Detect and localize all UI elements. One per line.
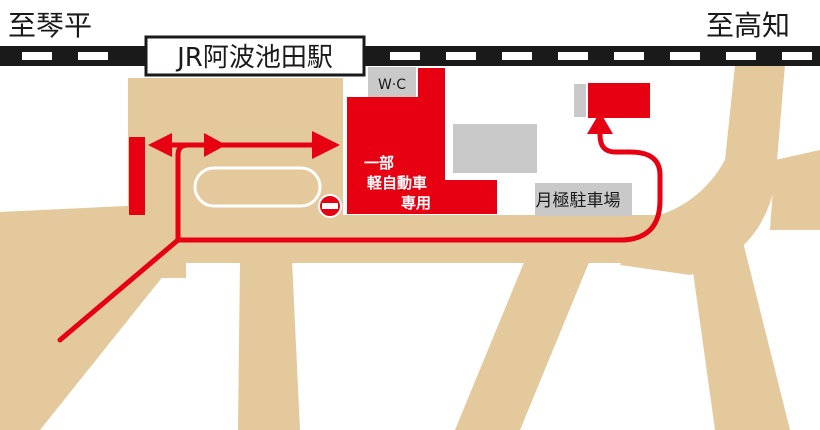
road-right-curve (620, 65, 785, 275)
railway (0, 46, 820, 66)
plaza-roundabout (193, 166, 322, 208)
wc-building (368, 67, 416, 97)
parking-areas (129, 68, 650, 215)
arrowhead-right (312, 131, 340, 159)
road-down-diagonal (455, 260, 590, 430)
route-main-to-right-parking (175, 127, 663, 243)
station-label-box (144, 35, 366, 77)
parking-right (588, 83, 650, 118)
parking-main-label-2: 軽自動車 (367, 174, 427, 192)
route-entry-diagonal (57, 237, 181, 343)
building-center (453, 124, 537, 173)
road-left-upper (0, 205, 145, 250)
arrowhead-mid (204, 133, 226, 157)
road-lower-right (690, 230, 790, 430)
parking-main-label-3: 専用 (401, 194, 431, 212)
wc-label: W·C (378, 77, 406, 93)
station-name: JR阿波池田駅 (175, 43, 333, 73)
parking-main-label-1: 一部 (364, 154, 394, 172)
parking-main (347, 68, 497, 214)
no-entry-icon (318, 194, 342, 218)
direction-left-label: 至琴平 (8, 9, 92, 42)
road-down-middle (238, 260, 300, 430)
arrowhead-up (587, 112, 613, 134)
route-arrowheads (148, 112, 613, 159)
monthly-parking-area (535, 183, 632, 216)
parking-left-strip (129, 137, 145, 215)
road-right-edge (770, 150, 820, 230)
buildings (368, 67, 632, 216)
monthly-parking-label: 月極駐車場 (536, 191, 621, 211)
arrowhead-left (148, 133, 172, 157)
building-right-small (574, 84, 586, 117)
direction-right-label: 至高知 (706, 9, 790, 42)
rail-ties (22, 52, 812, 60)
